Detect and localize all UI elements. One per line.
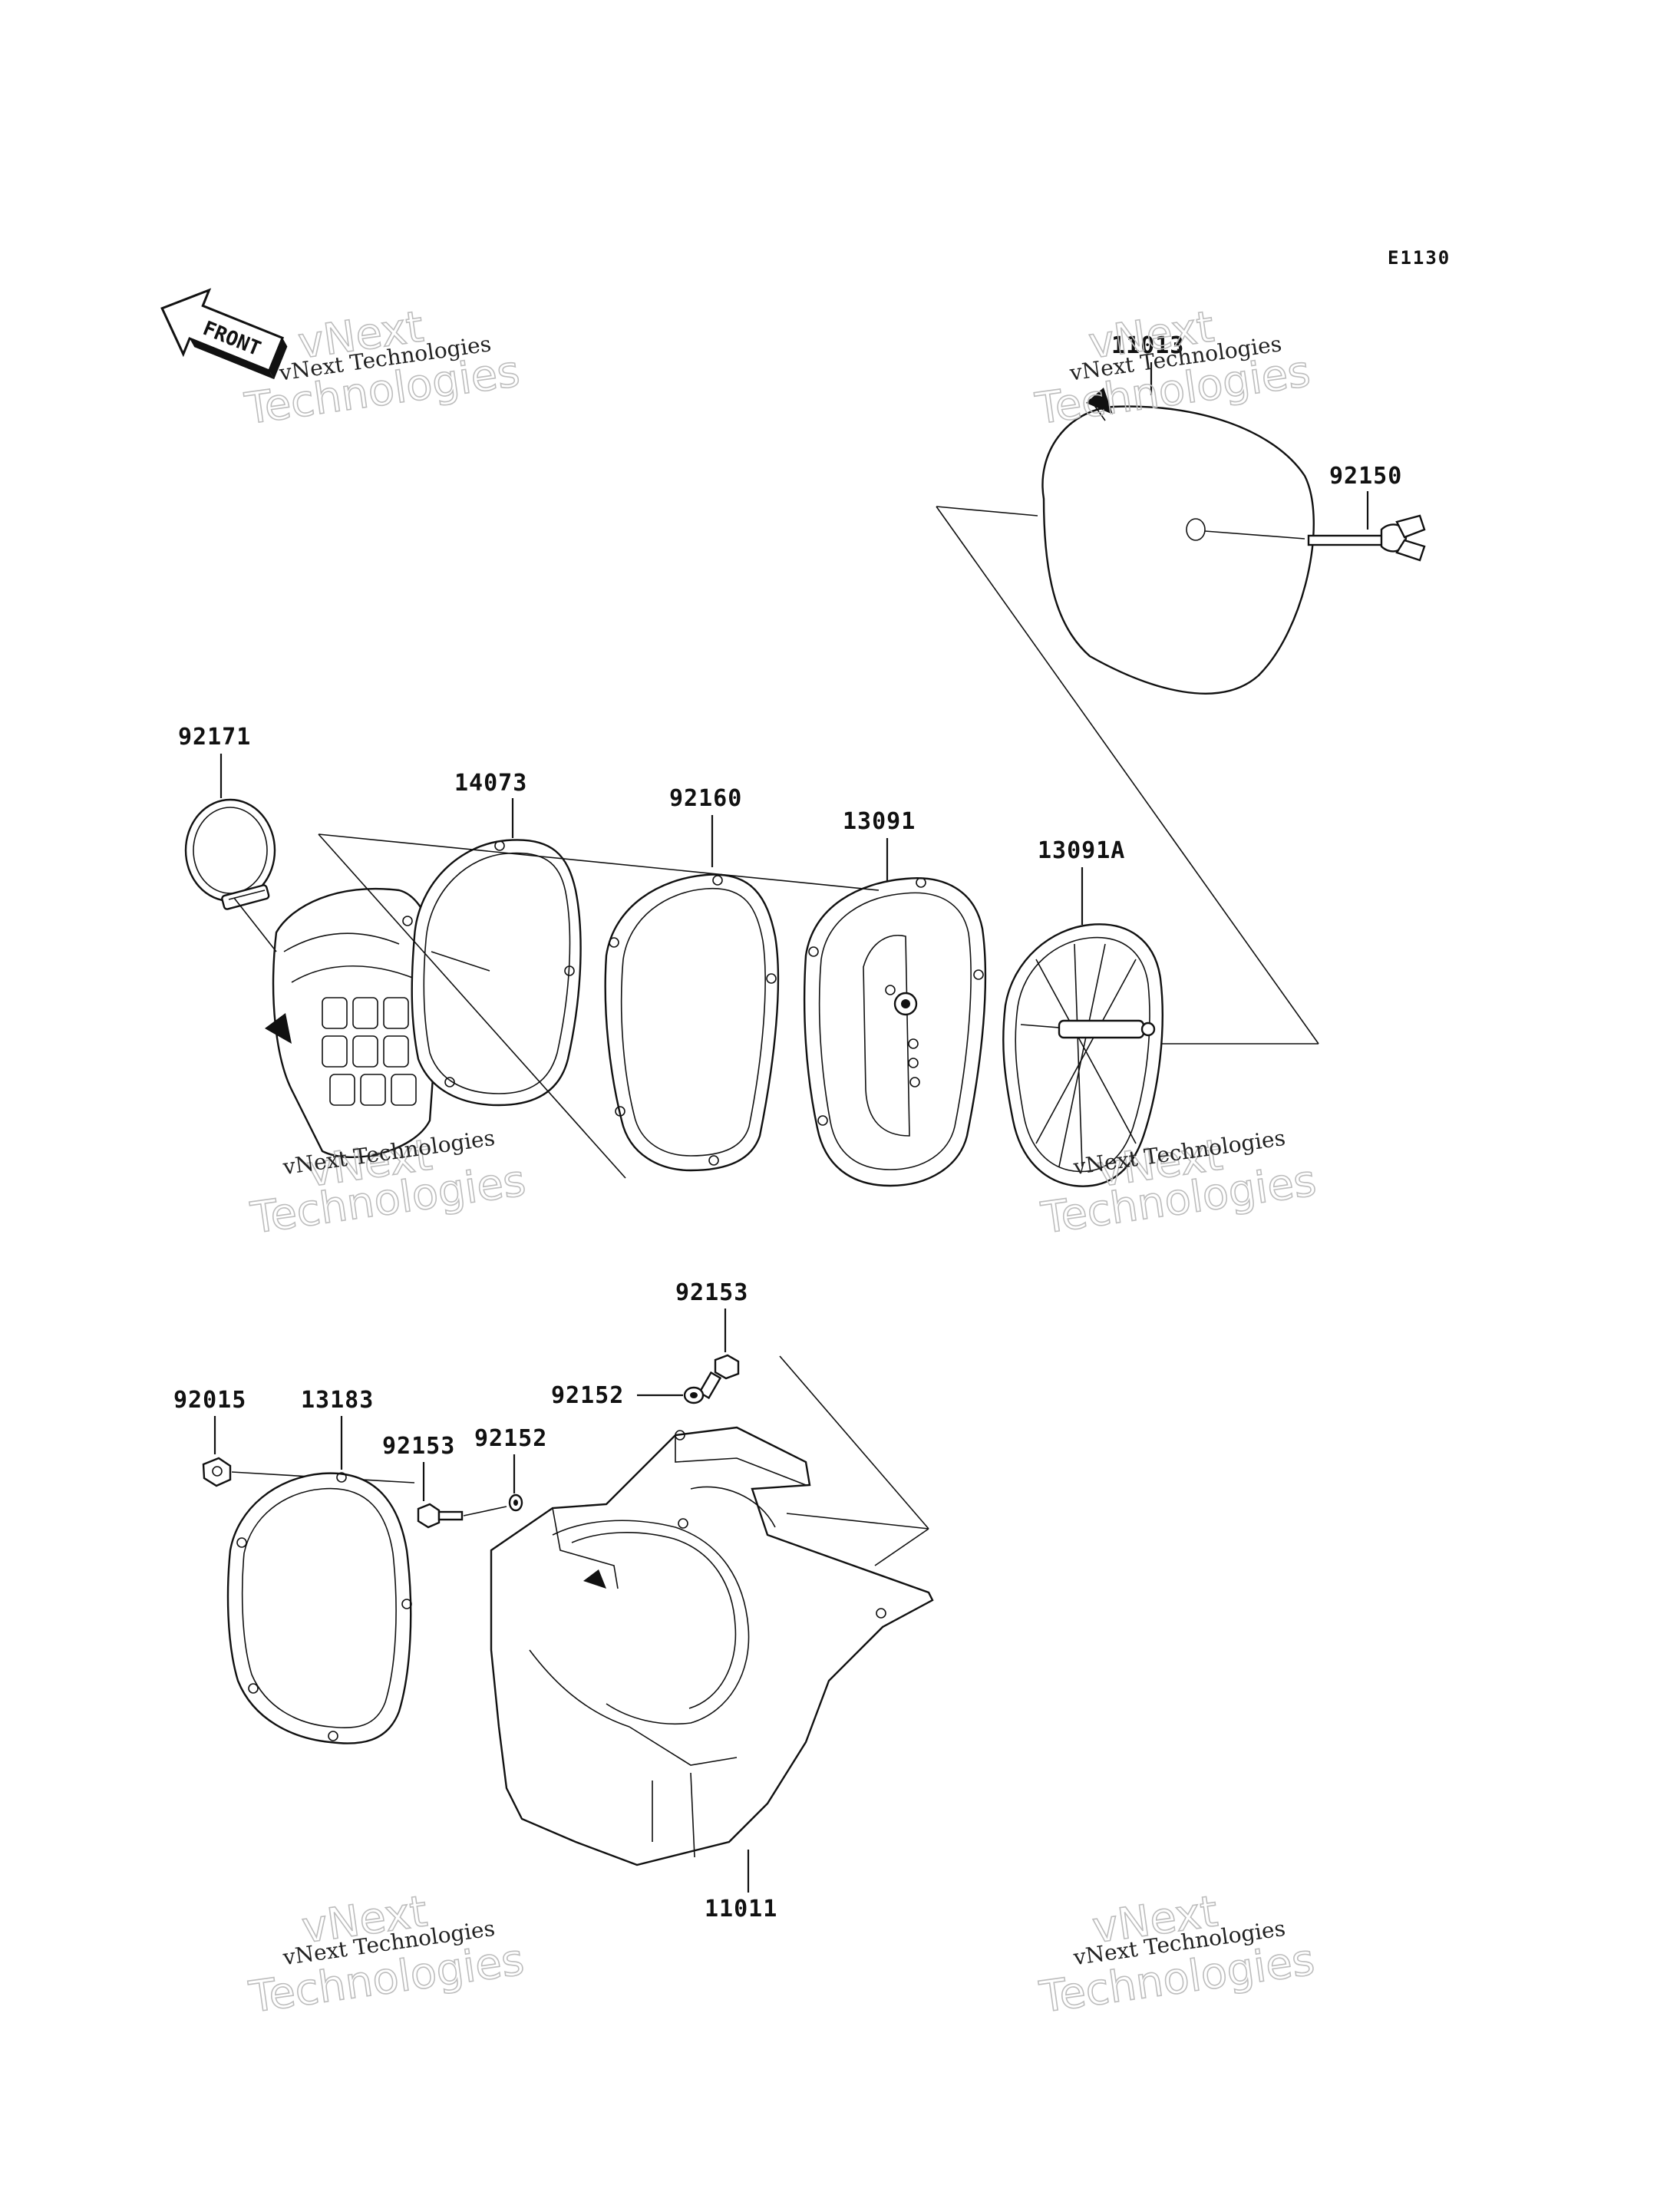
part-number-13091A: 13091A	[1038, 837, 1125, 864]
part-number-92153-top: 92153	[675, 1279, 748, 1306]
part-number-14073: 14073	[454, 770, 527, 797]
part-number-92152-mid: 92152	[474, 1425, 547, 1452]
part-number-92152-top: 92152	[551, 1382, 624, 1409]
gasket-14073	[402, 839, 582, 1107]
watermark-bottom-left: vNext Technologies vNext Technologies	[246, 1886, 528, 2023]
part-number-11013: 11013	[1111, 332, 1184, 359]
hose-clamp-92171	[184, 798, 276, 910]
part-number-92153-mid: 92153	[382, 1433, 455, 1460]
bolt-92153-top	[698, 1354, 740, 1400]
diagram-code: E1130	[1388, 247, 1451, 269]
part-number-92171: 92171	[178, 724, 251, 751]
intake-duct	[265, 887, 441, 1159]
part-number-11011: 11011	[705, 1896, 777, 1922]
part-number-92015: 92015	[173, 1387, 246, 1414]
filter-cage-13091A	[1002, 923, 1163, 1187]
part-number-92150: 92150	[1329, 463, 1402, 490]
watermark-bottom-right: vNext Technologies vNext Technologies	[1036, 1886, 1319, 2023]
filter-holder-13091	[803, 877, 987, 1187]
watermark-top-right: vNext Technologies vNext Technologies	[1031, 302, 1314, 435]
gasket-13183	[226, 1472, 412, 1744]
air-filter-element	[1041, 388, 1315, 695]
washer-92152-mid	[508, 1493, 523, 1512]
air-box-housing	[490, 1426, 934, 1866]
gasket-92160	[604, 873, 780, 1172]
wing-bolt-92150	[1204, 514, 1426, 562]
watermark-mid-left: vNext Technologies vNext Technologies	[247, 1125, 530, 1245]
part-number-13091: 13091	[843, 808, 916, 835]
washer-92152-top	[683, 1386, 705, 1404]
part-number-13183: 13183	[301, 1387, 374, 1414]
part-number-92160: 92160	[669, 785, 742, 812]
front-arrow-icon: FRONT	[160, 288, 288, 380]
nut-92015	[202, 1457, 232, 1487]
bolt-92153-mid	[417, 1503, 464, 1529]
